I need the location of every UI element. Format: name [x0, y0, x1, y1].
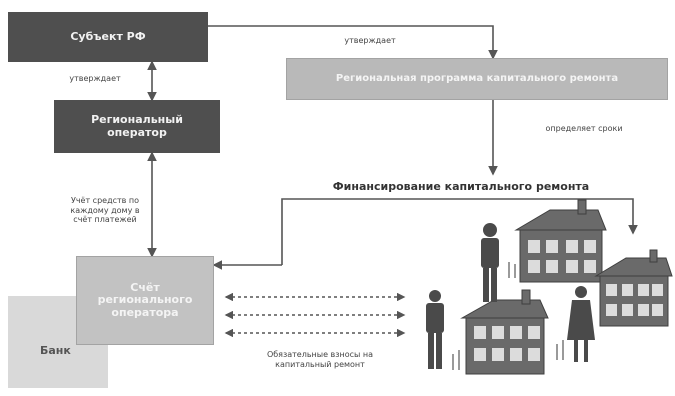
house-icon — [514, 199, 607, 283]
account-box: Счёт регионального оператора — [76, 256, 214, 345]
person-icon — [567, 286, 595, 362]
arrow-subject-to-program — [208, 25, 498, 60]
approves-top-label: утверждает — [344, 36, 396, 45]
subject-label: Субъект РФ — [70, 29, 146, 43]
financing-heading: Финансирование капитального ремонта — [306, 180, 616, 193]
person-icon — [426, 290, 444, 369]
person-icon — [481, 223, 499, 302]
approves-left-label: утверждает — [69, 74, 121, 83]
bank-label: Банк — [40, 344, 71, 358]
operator-label: Региональный оператор — [91, 112, 183, 139]
program-label: Региональная программа капитального ремо… — [335, 73, 619, 85]
fence-decoration — [452, 262, 564, 370]
subject-box: Субъект РФ — [8, 12, 208, 62]
operator-box: Региональный оператор — [54, 100, 220, 153]
account-label: Счёт регионального оператора — [97, 280, 193, 319]
funds-transfer-label: Учёт средств по каждому дому в счёт плат… — [70, 196, 140, 225]
program-box: Региональная программа капитального ремо… — [286, 58, 668, 100]
payments-label: Обязательные взносы на капитальный ремон… — [266, 350, 374, 369]
determines-label: определяет сроки — [545, 124, 623, 133]
financing-bracket — [281, 198, 638, 265]
